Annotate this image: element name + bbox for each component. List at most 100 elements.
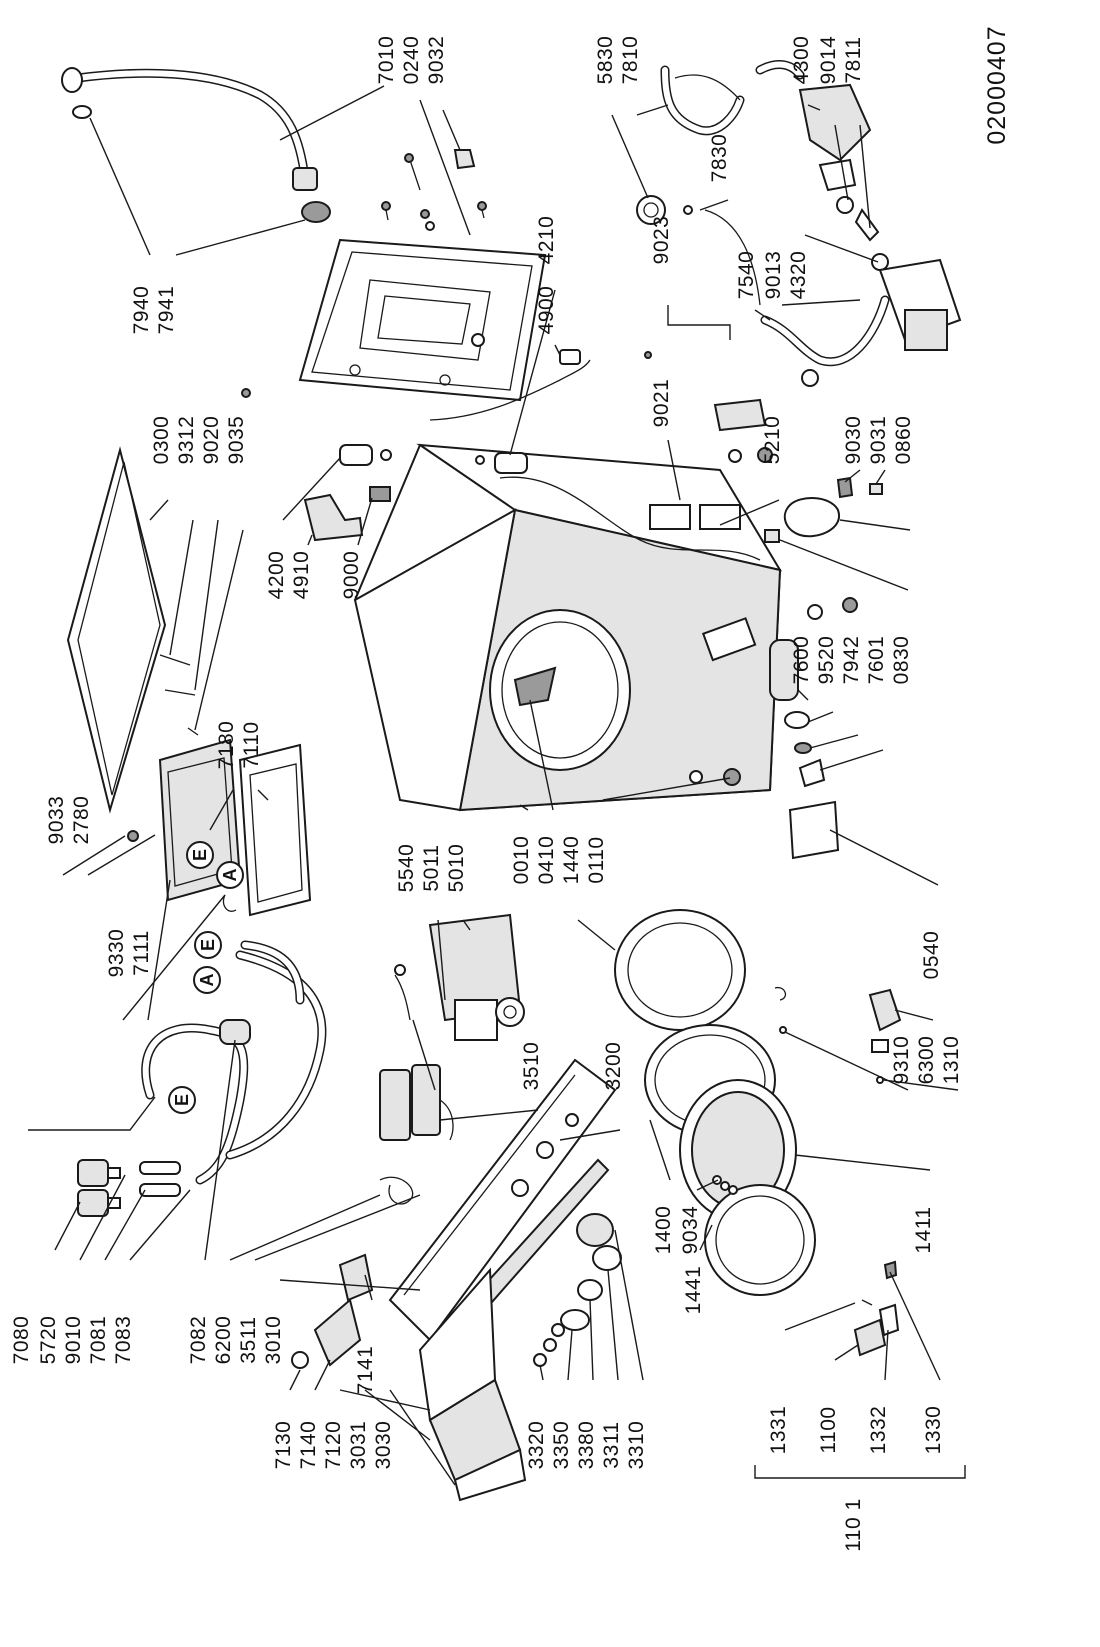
leader-line-0240 — [419, 99, 471, 236]
power-cable-drawing — [429, 359, 591, 421]
part-label-0110: 0110 — [585, 836, 608, 883]
leader-line-4300 — [807, 104, 821, 111]
leader-line-6300 — [894, 1009, 934, 1021]
leader-line-1310 — [883, 1079, 959, 1091]
leader-line-0410 — [529, 699, 554, 811]
part-label-5011: 5011 — [420, 844, 443, 891]
leader-line-9020 — [194, 519, 219, 691]
part-label-9330: 9330 — [105, 929, 128, 978]
part-label-1440: 1440 — [560, 836, 583, 885]
door-seal-drawing — [614, 909, 746, 1031]
leader-line-7010 — [279, 85, 385, 141]
leader-line-3310 — [614, 1229, 644, 1381]
leader-line-0110 — [602, 777, 731, 801]
leader-line-9013 — [781, 299, 861, 306]
leader-line-5010 — [462, 919, 471, 931]
leader-line-6200 — [229, 1194, 381, 1261]
part-label-1411: 1411 — [912, 1206, 935, 1253]
leader-line-3320 — [539, 1364, 544, 1381]
leader-line-3511 — [254, 1194, 421, 1261]
switch-block-drawing — [379, 1064, 454, 1141]
leader-line-1100 — [834, 1344, 859, 1361]
capacitor-drawing — [339, 444, 528, 474]
leader-line-3010 — [279, 1279, 421, 1291]
part-label-1100: 1100 — [817, 1406, 840, 1453]
inlet-hoses-drawing — [141, 940, 327, 1185]
part-label-7141: 7141 — [354, 1346, 377, 1395]
part-label-9021: 9021 — [650, 379, 673, 428]
part-label-9010: 9010 — [62, 1316, 85, 1365]
leader-line-9032 — [442, 109, 461, 151]
part-label-0300: 0300 — [150, 416, 173, 465]
leader-line-7830 — [699, 199, 729, 211]
part-label-9013: 9013 — [762, 251, 785, 300]
leader-line-1440 — [577, 919, 616, 951]
leader-line-9030 — [844, 469, 861, 483]
leader-line-7940 — [89, 117, 151, 256]
part-label-9312: 9312 — [175, 416, 198, 465]
leader-line-7081 — [104, 1189, 146, 1261]
leader-line-3380 — [589, 1299, 594, 1381]
part-label-7600: 7600 — [790, 636, 813, 685]
marker-e-label: E — [198, 939, 218, 951]
leader-line-1441 — [699, 1224, 713, 1251]
part-label-7130: 7130 — [272, 1421, 295, 1470]
part-label-0010: 0010 — [510, 836, 533, 885]
leader-line-7140 — [314, 1359, 331, 1391]
leader-line-7942 — [809, 734, 859, 749]
rear-panel-drawing — [298, 238, 547, 402]
leader-line-7130 — [289, 1369, 301, 1391]
part-label-0540: 0540 — [920, 931, 943, 980]
part-label-1310: 1310 — [940, 1036, 963, 1085]
part-label-5720: 5720 — [37, 1316, 60, 1365]
leader-line-7080 — [28, 1096, 156, 1131]
part-label-0410: 0410 — [535, 836, 558, 885]
leader-line-0830 — [779, 539, 909, 591]
hinge-drawing — [853, 1260, 900, 1357]
marker-a-circle — [193, 966, 221, 994]
hose-top-right-drawing — [636, 65, 761, 306]
part-label-7120: 7120 — [322, 1421, 345, 1470]
part-label-7830: 7830 — [708, 134, 731, 183]
part-label-7081: 7081 — [87, 1316, 110, 1365]
bracket-4910-drawing — [303, 493, 364, 542]
part-label-7111: 7111 — [130, 930, 153, 976]
marker-e-circle — [194, 931, 222, 959]
leader-line-3200 — [559, 1129, 621, 1141]
marker-e-label: E — [172, 1094, 192, 1106]
right-side-hardware-drawing — [649, 447, 883, 543]
leader-line-4210 — [509, 289, 556, 456]
part-label-3030: 3030 — [372, 1421, 395, 1470]
leader-line-9021 — [667, 439, 681, 501]
part-label-9034: 9034 — [679, 1206, 702, 1255]
part-label-1400: 1400 — [652, 1206, 675, 1255]
part-label-1330: 1330 — [922, 1406, 945, 1455]
leader-line-1331 — [784, 1302, 856, 1331]
part-label-3010: 3010 — [262, 1316, 285, 1365]
leader-line-3350 — [567, 1329, 573, 1381]
leader-line-5011 — [437, 919, 446, 1001]
part-label-3310: 3310 — [625, 1421, 648, 1470]
leader-line-7120 — [339, 1389, 431, 1411]
part-label-5010: 5010 — [445, 844, 468, 893]
part-label-4200: 4200 — [265, 551, 288, 600]
filter-drawing — [301, 201, 331, 223]
part-label-6300: 6300 — [915, 1036, 938, 1085]
leader-line-9035 — [194, 529, 244, 731]
part-label-0830: 0830 — [890, 636, 913, 685]
part-label-7180: 7180 — [215, 721, 238, 770]
leader-line-1400 — [649, 1119, 671, 1181]
leader-line-5720 — [54, 1201, 81, 1251]
marker-e-label: E — [190, 849, 210, 861]
clip-9000-drawing — [369, 486, 391, 502]
knobs-drawing — [533, 1213, 622, 1367]
part-label-7941: 7941 — [155, 286, 178, 335]
part-label-4910: 4910 — [290, 551, 313, 600]
part-label-3510: 3510 — [520, 1042, 543, 1091]
leader-line-7941 — [175, 219, 306, 256]
leader-line-5540 — [412, 1019, 436, 1091]
document-number: 02000407 — [983, 25, 1011, 144]
